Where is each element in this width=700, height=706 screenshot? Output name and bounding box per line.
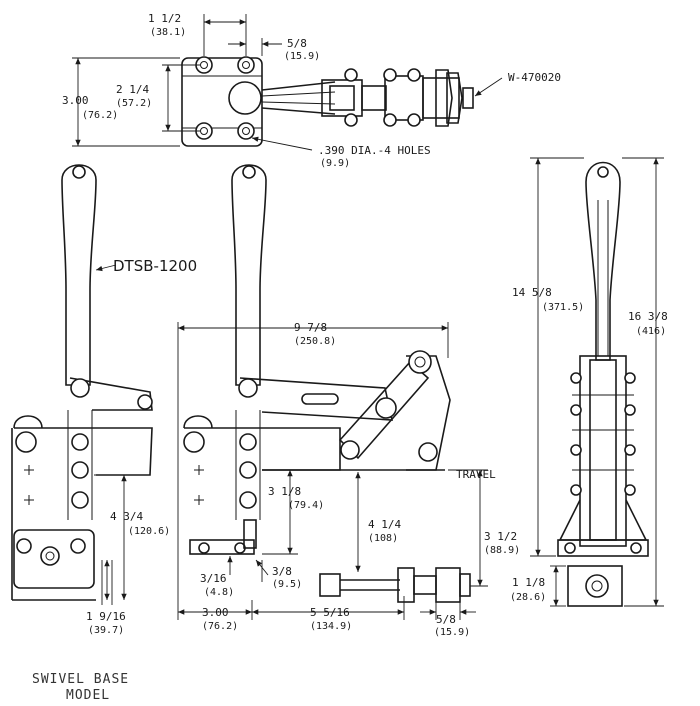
dim-2-1-4-mm: (57.2) [116,98,152,109]
caption-line-1: SWIVEL BASE [32,672,129,687]
dim-14-5-8-mm: (371.5) [542,302,584,313]
center-view: 9 7/8 (250.8) 3 1/8 (79.4) 4 1/4 (108) T… [177,164,520,638]
top-dimensions: 1 1/2 (38.1) 5/8 (15.9) 2 1/4 (57.2) 3.0… [62,12,431,169]
holes-note-mm: (9.9) [320,158,350,169]
dim-2-1-4: 2 1/4 [116,83,149,96]
dim-9-7-8-mm: (250.8) [294,336,336,347]
dim-1-1-2: 1 1/2 [148,12,181,25]
dim-5-8-bottom-mm: (15.9) [434,627,470,638]
dim-1-1-2-mm: (38.1) [150,27,186,38]
right-view: 14 5/8 (371.5) 16 3/8 (416) 1 1/8 (28.6) [510,157,668,607]
dim-4-1-4-mm: (108) [368,533,398,544]
dim-3-00-mm: (76.2) [82,110,118,121]
travel-label: TRAVEL [456,468,496,481]
dim-9-7-8: 9 7/8 [294,321,327,334]
dim-1-9-16-mm: (39.7) [88,625,124,636]
dim-3-16-mm: (4.8) [204,587,234,598]
dim-3-8: 3/8 [272,565,292,578]
dim-4-1-4: 4 1/4 [368,518,401,531]
dim-4-3-4-mm: (120.6) [128,526,170,537]
dim-3-1-2-mm: (88.9) [484,545,520,556]
dim-14-5-8: 14 5/8 [512,286,552,299]
left-view: DTSB-1200 4 3/4 (120.6) 1 9/16 (39.7) [11,164,197,636]
dim-5-5-16-mm: (134.9) [310,621,352,632]
dim-4-3-4: 4 3/4 [110,510,143,523]
dim-1-1-8-mm: (28.6) [510,592,546,603]
dim-5-8-mm: (15.9) [284,51,320,62]
dim-3-1-2: 3 1/2 [484,530,517,543]
dim-3-00-bottom-mm: (76.2) [202,621,238,632]
holes-note: .390 DIA.-4 HOLES [318,144,431,157]
dim-5-8: 5/8 [287,37,307,50]
dim-3-16: 3/16 [200,572,227,585]
dim-3-00-bottom: 3.00 [202,606,229,619]
dim-5-8-bottom: 5/8 [436,613,456,626]
dim-3-00: 3.00 [62,94,89,107]
top-view: W-470020 [181,56,561,147]
dim-1-1-8: 1 1/8 [512,576,545,589]
dim-3-8-mm: (9.5) [272,579,302,590]
model-label: DTSB-1200 [113,257,197,275]
dim-5-5-16: 5 5/16 [310,606,350,619]
dim-3-1-8: 3 1/8 [268,485,301,498]
caption-line-2: MODEL [66,688,110,703]
dim-3-1-8-mm: (79.4) [288,500,324,511]
dim-1-9-16: 1 9/16 [86,610,126,623]
part-number: W-470020 [508,71,561,84]
dim-16-3-8-mm: (416) [636,326,666,337]
dim-16-3-8: 16 3/8 [628,310,668,323]
